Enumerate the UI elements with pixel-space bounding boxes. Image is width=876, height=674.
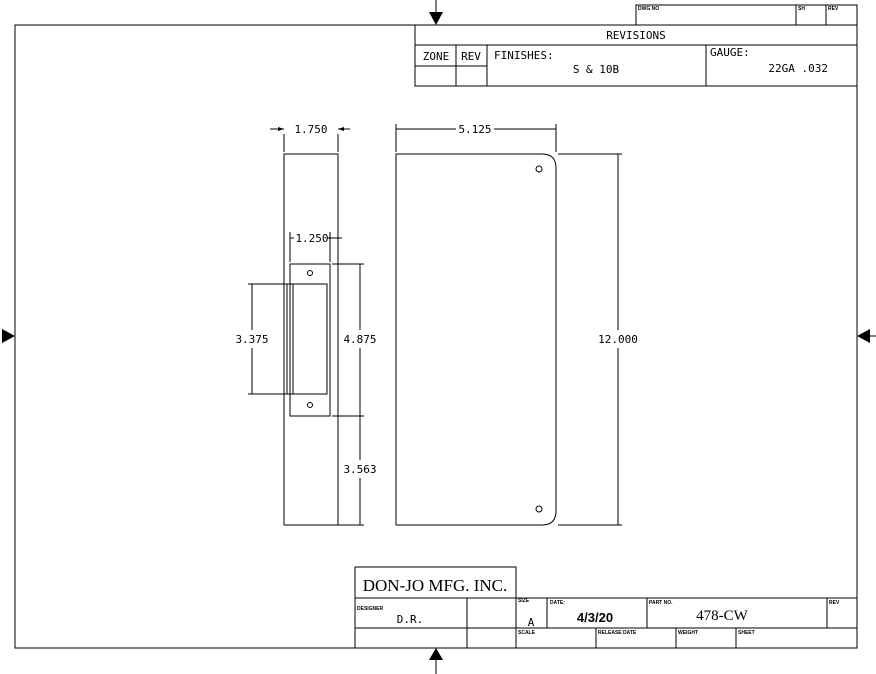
designer-value: D.R. <box>397 613 424 626</box>
rev-label: REV <box>829 600 840 606</box>
finishes-label: FINISHES: <box>494 49 554 62</box>
title-block: DON-JO MFG. INC. DESIGNER D.R. SIZE A DA… <box>354 566 857 649</box>
dim-bottom-offset: 3.563 <box>343 463 376 476</box>
revisions-block: DWG NO SH REV REVISIONS ZONE REV FINISHE… <box>414 4 858 87</box>
drawing-frame <box>14 24 858 649</box>
sheet-label: SHEET <box>738 630 755 636</box>
gauge-value: 22GA .032 <box>768 62 828 75</box>
size-label: SIZE <box>518 598 530 604</box>
designer-label: DESIGNER <box>357 606 384 612</box>
dim-front-height: 12.000 <box>598 333 638 346</box>
release-date-label: RELEASE DATE <box>598 630 637 636</box>
zone-label: ZONE <box>423 50 450 63</box>
dim-cutout-height: 3.375 <box>235 333 268 346</box>
part-no-label: PART NO. <box>649 600 673 606</box>
company-name: DON-JO MFG. INC. <box>363 576 508 595</box>
front-view: 5.125 12.000 <box>395 123 638 526</box>
dim-cutout-width: 1.250 <box>295 232 328 245</box>
weight-label: WEIGHT <box>678 630 698 636</box>
rev-label: REV <box>828 6 839 12</box>
sh-label: SH <box>798 6 805 12</box>
date-label: DATE: <box>550 600 565 606</box>
scale-label: SCALE <box>518 630 536 636</box>
dwg-no-label: DWG NO <box>638 6 659 12</box>
side-view: 1.750 1.250 3.375 4.875 3.563 <box>235 123 377 526</box>
finishes-value: S & 10B <box>573 63 620 76</box>
date-value: 4/3/20 <box>577 610 613 625</box>
rev-column-label: REV <box>461 50 481 63</box>
dim-plate-height: 4.875 <box>343 333 376 346</box>
revisions-title: REVISIONS <box>606 29 666 42</box>
size-value: A <box>528 616 535 629</box>
part-no-value: 478-CW <box>696 608 749 624</box>
gauge-label: GAUGE: <box>710 46 750 59</box>
dim-front-width: 5.125 <box>458 123 491 136</box>
dim-side-width: 1.750 <box>294 123 327 136</box>
